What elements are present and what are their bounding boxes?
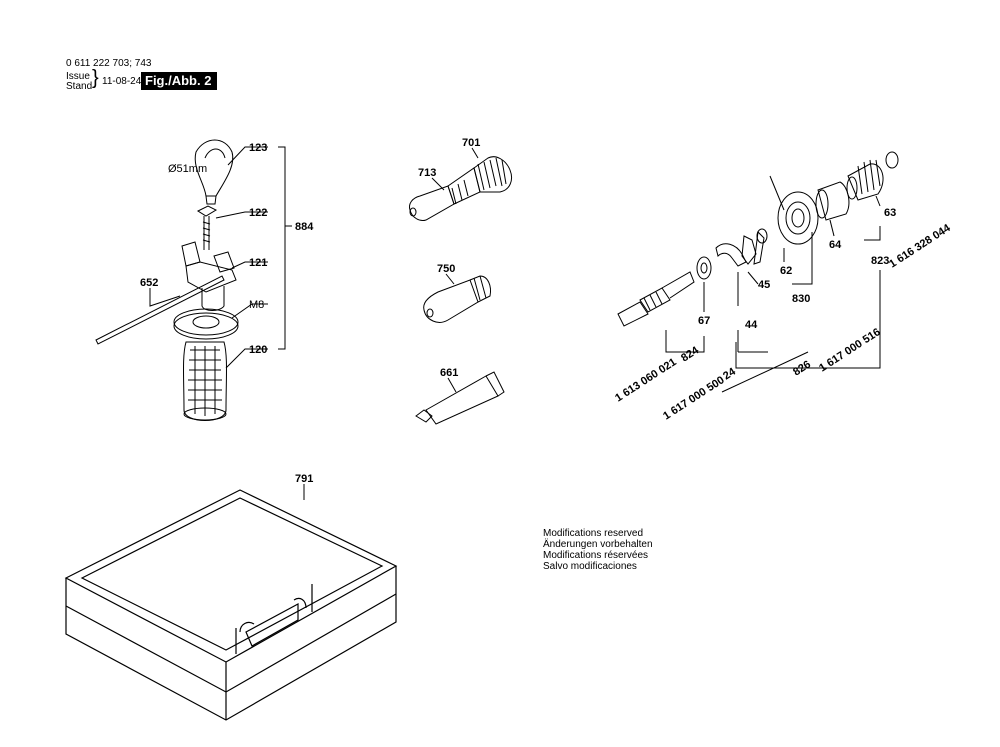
label-1616328044: 1 616 328 044	[887, 222, 953, 271]
part-122-clamp	[196, 205, 218, 250]
label-123: 123	[249, 142, 267, 154]
label-1617000516: 1 617 000 516	[817, 326, 883, 374]
label-1617000500: 1 617 000 500	[661, 374, 727, 422]
part-44-45-lever	[715, 230, 765, 267]
part-750-keyless-chuck	[423, 275, 491, 323]
part-121-collar	[181, 241, 237, 311]
part-824-shaft	[617, 271, 695, 327]
part-67-bearing	[696, 256, 712, 280]
modifications-notes: Modifications reserved Änderungen vorbeh…	[543, 528, 653, 572]
part-791-carrying-case	[64, 489, 398, 721]
label-824: 824	[679, 344, 702, 365]
note-en: Modifications reserved	[543, 528, 644, 539]
label-884: 884	[295, 221, 314, 233]
label-45: 45	[758, 279, 770, 291]
label-791: 791	[295, 473, 313, 485]
label-652: 652	[140, 277, 158, 289]
label-67: 67	[698, 315, 710, 327]
issue-date: 11-08-24	[102, 76, 142, 87]
label-826: 826	[791, 358, 813, 378]
label-713: 713	[418, 167, 436, 179]
figure-tag: Fig./Abb. 2	[141, 72, 218, 90]
note-fr: Modifications réservées	[543, 550, 649, 561]
label-44: 44	[745, 319, 758, 331]
note-de: Änderungen vorbehalten	[543, 539, 653, 550]
model-numbers: 0 611 222 703; 743	[66, 58, 152, 69]
part-652-depth-rod	[95, 275, 225, 345]
label-750: 750	[437, 263, 455, 275]
label-120: 120	[249, 344, 267, 356]
label-62: 62	[780, 265, 792, 277]
label-661: 661	[440, 367, 458, 379]
stand-label: Stand	[66, 81, 93, 92]
part-62-clutch	[756, 175, 819, 245]
part-701-713-chuck	[409, 156, 513, 221]
label-823: 823	[871, 255, 889, 267]
part-120-side-handle	[183, 341, 227, 421]
part-M8-washer	[173, 308, 239, 340]
label-M8: M8	[249, 299, 264, 311]
issue-brace: }	[92, 67, 99, 89]
label-122: 122	[249, 207, 267, 219]
label-1613060021: 1 613 060 021	[613, 356, 679, 404]
label-64: 64	[829, 239, 842, 251]
label-121: 121	[249, 257, 267, 269]
issue-label: Issue	[66, 71, 90, 82]
label-701: 701	[462, 137, 480, 149]
part-63-gear	[846, 151, 899, 201]
label-diameter: Ø51mm	[168, 163, 207, 175]
label-830: 830	[792, 293, 810, 305]
part-64-sleeve	[815, 181, 850, 221]
part-123-dust-cap	[194, 139, 234, 205]
note-es: Salvo modificaciones	[543, 561, 637, 572]
part-661-grease-tube	[415, 371, 505, 425]
label-63: 63	[884, 207, 896, 219]
